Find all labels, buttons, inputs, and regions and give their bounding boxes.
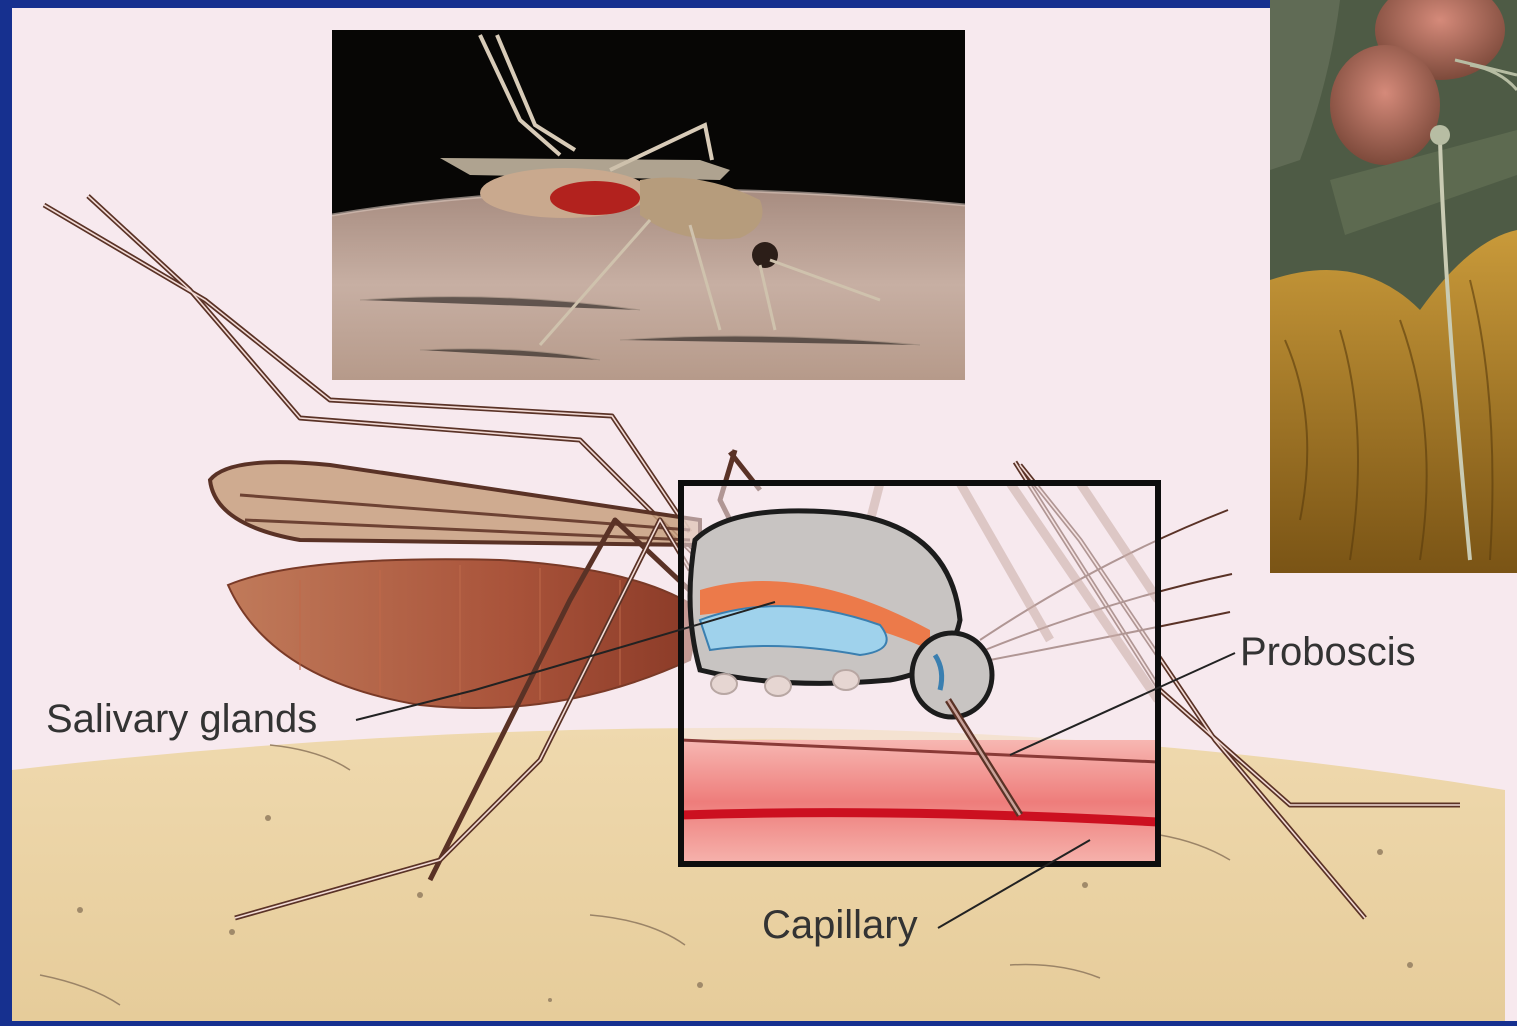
label-capillary: Capillary (762, 903, 918, 947)
photo-mosquito-feeding (332, 30, 965, 380)
label-salivary-glands: Salivary glands (46, 697, 317, 741)
label-proboscis: Proboscis (1240, 630, 1416, 674)
zoom-inset (681, 483, 1158, 864)
photo-micrograph-mosquito (1270, 0, 1517, 573)
